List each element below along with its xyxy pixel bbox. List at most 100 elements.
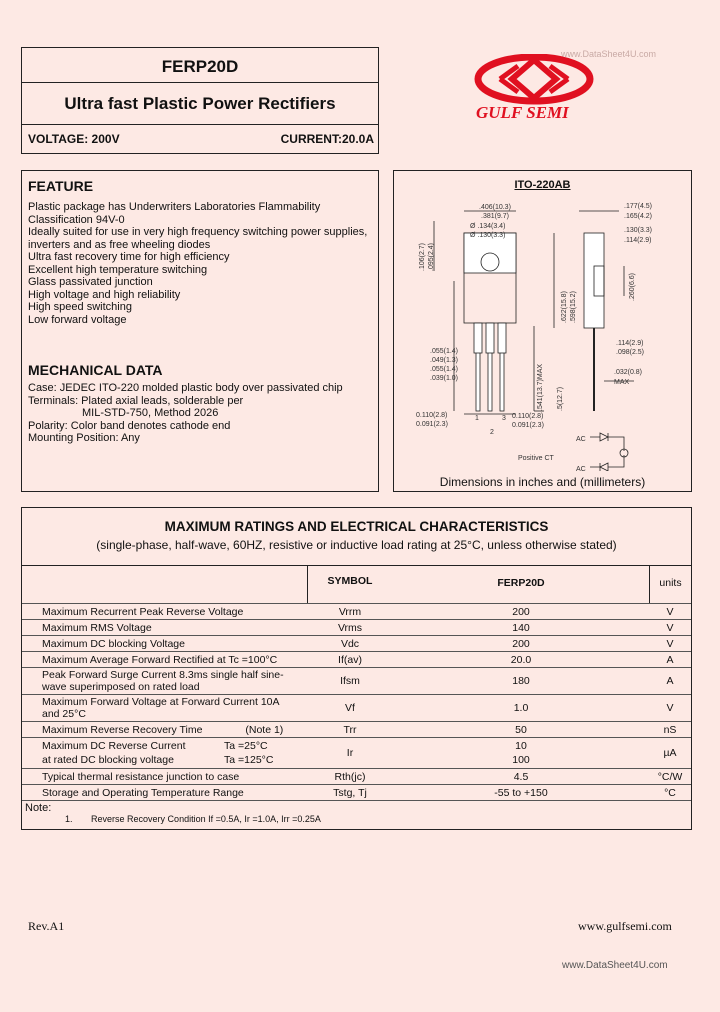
feature-line: Excellent high temperature switching xyxy=(28,263,208,276)
table-row: Maximum Forward Voltage at Forward Curre… xyxy=(22,694,691,722)
feature-line: Plastic package has Underwriters Laborat… xyxy=(28,201,321,213)
dim-label: .598(15.2) xyxy=(570,291,577,323)
watermark-bottom: www.DataSheet4U.com xyxy=(562,960,668,971)
feature-line: High speed switching xyxy=(28,301,132,313)
website-link[interactable]: www.gulfsemi.com xyxy=(578,919,672,933)
dim-label: Ø .134(3.4) xyxy=(470,223,505,230)
dim-label: 0.091(2.3) xyxy=(512,422,544,429)
symbol-cell: Vrms xyxy=(307,619,393,636)
condition-text: Ta =125°C xyxy=(224,754,274,766)
feature-line: Classification 94V-0 xyxy=(28,213,125,226)
symbol-cell: Ifsm xyxy=(307,667,393,695)
dim-label: .114(2.9) xyxy=(616,340,644,347)
ratings-subtitle: (single-phase, half-wave, 60HZ, resistiv… xyxy=(96,538,617,552)
package-drawing: .406(10.3) .381(9.7) Ø .134(3.4) Ø .130(… xyxy=(416,203,652,471)
current-label: CURRENT:20.0A xyxy=(280,132,374,146)
mechanical-line: Case: JEDEC ITO-220 molded plastic body … xyxy=(28,382,343,394)
note-line: 1. Reverse Recovery Condition If =0.5A, … xyxy=(25,814,688,824)
table-row: Typical thermal resistance junction to c… xyxy=(22,768,691,785)
note-number: 1. xyxy=(65,814,73,824)
product-title: Ultra fast Plastic Power Rectifiers xyxy=(64,94,336,113)
gulf-semi-logo: GULF SEMI xyxy=(470,53,600,126)
ratings-title: MAXIMUM RATINGS AND ELECTRICAL CHARACTER… xyxy=(164,519,549,534)
param-cell: Typical thermal resistance junction to c… xyxy=(22,768,307,785)
package-name: ITO-220AB xyxy=(514,179,571,191)
param-text: Maximum DC Reverse Current xyxy=(42,740,186,752)
param-cell: Maximum DC Reverse Current Ta =25°C at r… xyxy=(22,737,307,769)
dim-label: .114(2.9) xyxy=(624,237,652,244)
symbol-cell: Vdc xyxy=(307,635,393,652)
symbol-cell: Vrrm xyxy=(307,603,393,620)
feature-box: FEATURE Plastic package has Underwriters… xyxy=(21,170,379,492)
col-units: units xyxy=(659,577,682,589)
part-number: FERP20D xyxy=(161,57,239,76)
feature-list: Plastic package has Underwriters Laborat… xyxy=(28,201,367,326)
value-line: 100 xyxy=(512,754,530,766)
unit-cell: µA xyxy=(649,737,691,769)
feature-line: Ultra fast recovery time for high effici… xyxy=(28,251,230,263)
watermark-top: www.DataSheet4U.com xyxy=(561,49,657,59)
value-cell: 180 xyxy=(393,667,649,695)
positive-ct-label: Positive CT xyxy=(518,455,555,462)
condition-text: Ta =25°C xyxy=(224,740,268,752)
dim-label: .049(1.3) xyxy=(430,357,458,364)
mechanical-list: Case: JEDEC ITO-220 molded plastic body … xyxy=(28,382,343,445)
param-line: Maximum Forward Voltage at Forward Curre… xyxy=(42,696,280,708)
value-cell: 1.0 xyxy=(393,694,649,722)
package-diagram-box: ITO-220AB xyxy=(393,170,692,492)
note-ref: (Note 1) xyxy=(245,723,284,736)
dim-label: 0.110(2.8) xyxy=(512,413,543,420)
feature-line: inverters and as free wheeling diodes xyxy=(28,238,211,251)
dim-label: MAX xyxy=(614,379,630,386)
dim-label: Ø .130(3.3) xyxy=(470,232,505,239)
revision: Rev.A1 xyxy=(28,919,65,933)
logo-mark-icon xyxy=(474,53,594,105)
col-part: FERP20D xyxy=(497,577,545,589)
ac-label: AC xyxy=(576,466,586,471)
ratings-table: Maximum Recurrent Peak Reverse Voltage V… xyxy=(22,603,691,830)
dim-label: .039(1.0) xyxy=(430,375,458,382)
table-row: Maximum Recurrent Peak Reverse Voltage V… xyxy=(22,603,691,620)
pin-label: 2 xyxy=(490,429,494,436)
dim-label: .095(2.4) xyxy=(428,243,435,271)
value-cell: 10 100 xyxy=(393,737,649,769)
symbol-cell: Rth(jc) xyxy=(307,768,393,785)
dim-label: .165(4.2) xyxy=(624,213,652,220)
ratings-box: MAXIMUM RATINGS AND ELECTRICAL CHARACTER… xyxy=(21,507,692,830)
unit-cell: nS xyxy=(649,721,691,738)
symbol-cell: Ir xyxy=(307,737,393,769)
feature-line: Ideally suited for use in very high freq… xyxy=(28,226,368,238)
feature-line: Glass passivated junction xyxy=(28,276,153,288)
param-text: at rated DC blocking voltage xyxy=(42,754,174,766)
symbol-cell: Trr xyxy=(307,721,393,738)
table-row: Maximum DC Reverse Current Ta =25°C at r… xyxy=(22,737,691,769)
value-cell: 4.5 xyxy=(393,768,649,785)
dim-label: .055(1.4) xyxy=(430,366,458,373)
unit-cell: A xyxy=(649,667,691,695)
value-cell: 20.0 xyxy=(393,651,649,668)
unit-cell: V xyxy=(649,603,691,620)
notes-row: Note: 1. Reverse Recovery Condition If =… xyxy=(22,800,691,830)
param-line: and 25°C xyxy=(42,708,86,720)
param-line: Maximum DC Reverse Current Ta =25°C xyxy=(42,739,304,753)
dim-label: .032(0.8) xyxy=(614,369,642,376)
feature-heading: FEATURE xyxy=(28,178,94,194)
param-text: Maximum Reverse Recovery Time xyxy=(42,723,203,736)
note-text: Reverse Recovery Condition If =0.5A, Ir … xyxy=(91,814,321,824)
unit-cell: V xyxy=(649,694,691,722)
param-line: at rated DC blocking voltage Ta =125°C xyxy=(42,753,304,767)
param-line: wave superimposed on rated load xyxy=(42,681,200,693)
dim-label: .098(2.5) xyxy=(616,349,644,356)
note-label: Note: xyxy=(25,802,52,814)
unit-cell: °C/W xyxy=(649,768,691,785)
table-row: Peak Forward Surge Current 8.3ms single … xyxy=(22,667,691,695)
col-symbol: SYMBOL xyxy=(327,575,373,587)
mechanical-line: Polarity: Color band denotes cathode end xyxy=(28,419,231,432)
dim-label: .622(15.8) xyxy=(561,291,568,323)
dim-label: .381(9.7) xyxy=(481,213,509,220)
unit-cell: °C xyxy=(649,784,691,801)
mechanical-line: MIL-STD-750, Method 2026 xyxy=(82,407,219,419)
param-cell: Maximum Average Forward Rectified at Tc … xyxy=(22,651,307,668)
param-line: Peak Forward Surge Current 8.3ms single … xyxy=(42,669,284,681)
table-row: Maximum Reverse Recovery Time (Note 1) T… xyxy=(22,721,691,738)
